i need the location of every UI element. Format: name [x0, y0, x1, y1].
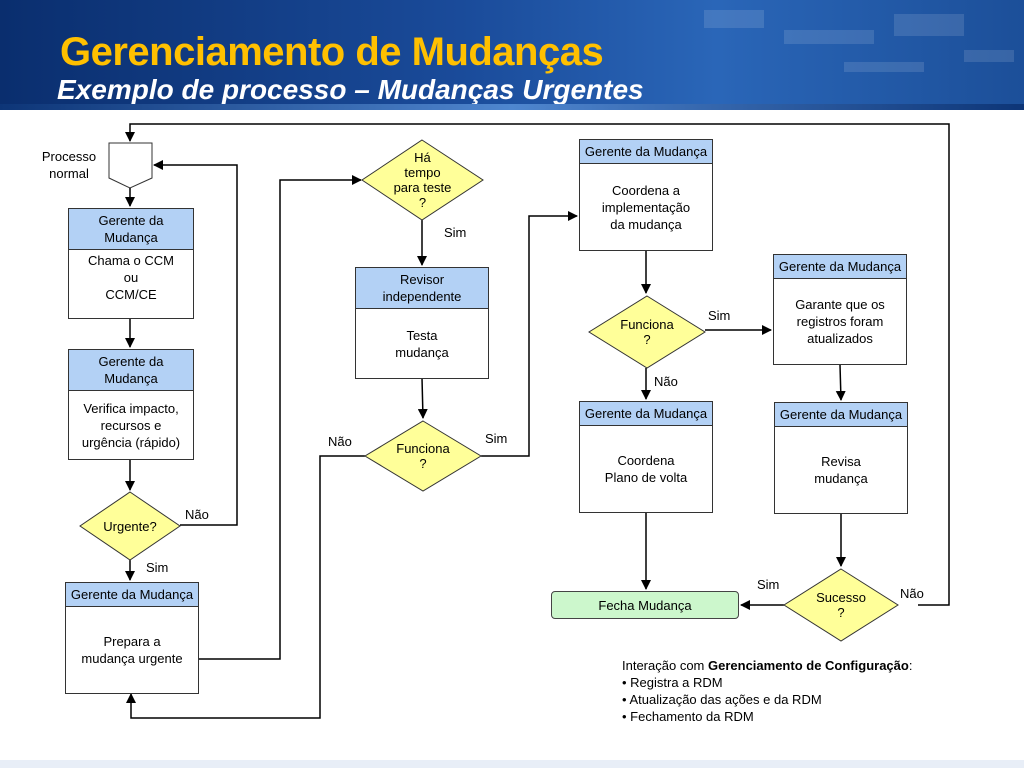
- decision-text: Urgente?: [103, 518, 157, 534]
- role-label: Gerente da Mudança: [775, 403, 907, 427]
- role-label: Gerente da Mudança: [774, 255, 906, 279]
- role-label: Gerente da Mudança: [69, 209, 193, 250]
- role-label: Gerente da Mudança: [580, 402, 712, 426]
- role-label: Gerente da Mudança: [66, 583, 198, 607]
- note-colon: :: [908, 658, 913, 673]
- label-sim: Sim: [485, 431, 508, 446]
- label-nao: Não: [654, 374, 678, 389]
- activity-label: Coordena a implementação da mudança: [601, 182, 691, 232]
- label-sim: Sim: [146, 560, 169, 575]
- decision-text: Há tempo para teste ?: [393, 150, 452, 210]
- step-ensure-records: Gerente da Mudança Garante que os regist…: [773, 254, 907, 365]
- footer-strip: [0, 760, 1024, 768]
- note-item: • Atualização das ações e da RDM: [622, 692, 822, 707]
- label-sim: Sim: [757, 577, 780, 592]
- activity-label: Chama o CCM ou CCM/CE: [88, 253, 174, 302]
- note-item: • Registra a RDM: [622, 675, 723, 690]
- step-test-change: Revisor independente Testa mudança: [355, 267, 489, 379]
- decision-text: Sucesso ?: [816, 590, 866, 620]
- note-heading: Interação com Gerenciamento de Configura…: [622, 657, 912, 674]
- step-coordinate-backout: Gerente da Mudança Coordena Plano de vol…: [579, 401, 713, 513]
- role-label: Gerente da Mudança: [69, 350, 193, 391]
- activity-label: Prepara a mudança urgente: [81, 634, 183, 666]
- step-coordinate-implementation: Gerente da Mudança Coordena a implementa…: [579, 139, 713, 251]
- label-nao: Não: [900, 586, 924, 601]
- decision-urgent: Urgente?: [79, 491, 181, 561]
- normal-process-shape: [108, 142, 153, 189]
- close-change-terminal: Fecha Mudança: [551, 591, 739, 619]
- note-intro: Interação com: [622, 658, 705, 673]
- arrow-success-nao-return: [125, 123, 950, 606]
- header-decoration: [664, 0, 1024, 110]
- label-nao: Não: [185, 507, 209, 522]
- activity-label: Verifica impacto, recursos e urgência (r…: [81, 400, 181, 450]
- activity-label: Garante que os registros foram atualizad…: [795, 297, 885, 346]
- page-title: Gerenciamento de Mudanças: [60, 30, 604, 74]
- step-check-impact: Gerente da Mudança Verifica impacto, rec…: [68, 349, 194, 460]
- decision-time-to-test: Há tempo para teste ?: [361, 139, 484, 221]
- header-banner: Gerenciamento de Mudanças Exemplo de pro…: [0, 0, 1024, 110]
- config-management-note: Interação com Gerenciamento de Configura…: [622, 657, 912, 725]
- label-sim: Sim: [444, 225, 467, 240]
- label-nao: Não: [328, 434, 352, 449]
- note-item: • Fechamento da RDM: [622, 709, 754, 724]
- decision-text: Funciona ?: [620, 317, 674, 347]
- activity-label: Coordena Plano de volta: [604, 453, 688, 485]
- label-sim: Sim: [708, 308, 731, 323]
- decision-success: Sucesso ?: [783, 568, 899, 642]
- decision-works-implementation: Funciona ?: [588, 295, 706, 369]
- decision-works-test: Funciona ?: [364, 420, 482, 492]
- step-call-ccm: Gerente da Mudança Chama o CCM ou CCM/CE: [68, 208, 194, 319]
- role-label: Revisor independente: [356, 268, 488, 309]
- normal-process-label: Processo normal: [41, 149, 97, 181]
- decision-text: Funciona ?: [396, 441, 450, 471]
- role-label: Gerente da Mudança: [580, 140, 712, 164]
- activity-label: Revisa mudança: [814, 454, 868, 486]
- note-bold: Gerenciamento de Configuração: [708, 658, 909, 673]
- step-review-change: Gerente da Mudança Revisa mudança: [774, 402, 908, 514]
- close-change-label: Fecha Mudança: [598, 597, 692, 613]
- page-subtitle: Exemplo de processo – Mudanças Urgentes: [57, 74, 644, 105]
- step-prepare-urgent: Gerente da Mudança Prepara a mudança urg…: [65, 582, 199, 694]
- activity-label: Testa mudança: [395, 327, 449, 360]
